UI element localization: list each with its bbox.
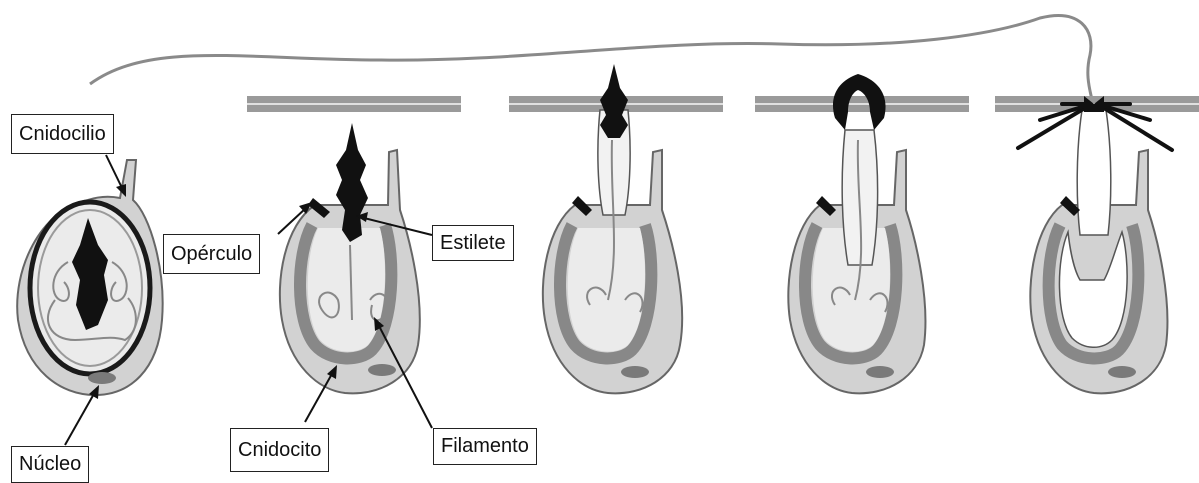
arrow-cnidocilio (106, 155, 126, 197)
cnidocyte-stage-4 (788, 74, 925, 393)
label-cnidocito: Cnidocito (230, 428, 329, 472)
label-estilete: Estilete (432, 225, 514, 261)
cnidocyte-stage-1 (17, 160, 162, 395)
cnidocyte-stage-2 (280, 123, 420, 393)
label-operculo: Opérculo (163, 234, 260, 274)
cnidocyte-stage-3 (543, 64, 682, 393)
label-cnidocilio: Cnidocilio (11, 114, 114, 154)
cnidocyte-stage-5 (1018, 96, 1172, 393)
membrane-bar-2 (247, 96, 461, 112)
membrane-bar-4 (755, 96, 969, 112)
discharged-filament-thread (90, 16, 1092, 100)
label-filamento: Filamento (433, 428, 537, 465)
label-nucleo: Núcleo (11, 446, 89, 483)
